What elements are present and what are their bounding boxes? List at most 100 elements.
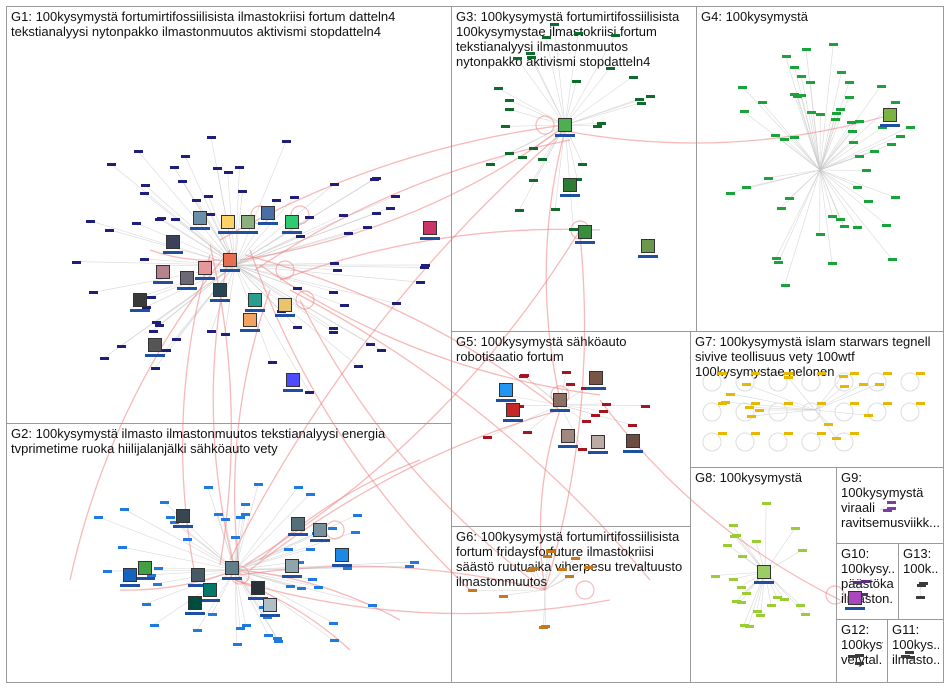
node-g5[interactable]: [580, 387, 590, 391]
node-g2[interactable]: [141, 602, 151, 606]
node-g4[interactable]: [780, 284, 790, 288]
node-g4[interactable]: [836, 108, 846, 112]
node-g1[interactable]: [162, 348, 172, 352]
node-g6[interactable]: [546, 549, 556, 553]
node-g1[interactable]: [172, 337, 182, 341]
node-g2[interactable]: [150, 623, 160, 627]
node-g4[interactable]: [781, 55, 791, 59]
node-g4[interactable]: [797, 75, 807, 79]
node-g1[interactable]: [289, 196, 299, 200]
avatar-node[interactable]: [176, 509, 190, 523]
avatar-node[interactable]: [148, 338, 162, 352]
node-g4[interactable]: [785, 197, 795, 201]
avatar-node[interactable]: [243, 313, 257, 327]
node-g1[interactable]: [385, 206, 395, 210]
node-g1[interactable]: [391, 194, 401, 198]
node-g4[interactable]: [854, 120, 864, 124]
node-g2[interactable]: [93, 515, 103, 519]
node-g1[interactable]: [192, 198, 202, 202]
node-g8[interactable]: [762, 502, 772, 506]
node-g2[interactable]: [306, 547, 316, 551]
node-g1[interactable]: [85, 219, 95, 223]
avatar-node[interactable]: [423, 221, 437, 235]
node-g1[interactable]: [220, 332, 230, 336]
node-g1[interactable]: [372, 212, 382, 216]
node-g2[interactable]: [367, 603, 377, 607]
node-g1[interactable]: [169, 166, 179, 170]
node-g2[interactable]: [241, 502, 251, 506]
node-g8[interactable]: [797, 549, 807, 553]
node-g3[interactable]: [628, 75, 638, 79]
node-g8[interactable]: [772, 596, 782, 600]
node-g1[interactable]: [116, 344, 126, 348]
node-g7[interactable]: [916, 372, 925, 375]
node-g4[interactable]: [836, 218, 846, 222]
node-g3[interactable]: [551, 207, 561, 211]
avatar-node[interactable]: [848, 591, 862, 605]
node-g2[interactable]: [231, 535, 241, 539]
avatar-node[interactable]: [261, 206, 275, 220]
node-g7[interactable]: [824, 422, 834, 426]
node-g8[interactable]: [767, 604, 777, 607]
node-g8[interactable]: [710, 574, 720, 578]
node-g8[interactable]: [790, 527, 800, 531]
node-g4[interactable]: [853, 225, 863, 229]
node-g1[interactable]: [333, 268, 343, 272]
avatar-node[interactable]: [626, 434, 640, 448]
node-g1[interactable]: [362, 225, 372, 229]
node-g2[interactable]: [314, 585, 324, 589]
node-g2[interactable]: [192, 629, 202, 633]
node-g7[interactable]: [850, 432, 859, 435]
node-g2[interactable]: [307, 578, 317, 582]
node-g2[interactable]: [153, 582, 163, 586]
node-g4[interactable]: [725, 191, 735, 195]
avatar-node[interactable]: [198, 261, 212, 275]
node-g8[interactable]: [740, 623, 749, 627]
avatar-node[interactable]: [203, 583, 217, 597]
node-g1[interactable]: [206, 212, 216, 216]
node-g2[interactable]: [286, 585, 296, 589]
node-g2[interactable]: [213, 513, 223, 517]
node-g4[interactable]: [816, 112, 826, 116]
avatar-node[interactable]: [553, 393, 567, 407]
node-g5[interactable]: [482, 436, 492, 440]
node-g4[interactable]: [848, 130, 858, 134]
node-g2[interactable]: [294, 560, 304, 564]
node-g4[interactable]: [829, 43, 839, 47]
avatar-node[interactable]: [286, 373, 300, 387]
avatar-node[interactable]: [313, 523, 327, 537]
node-g3[interactable]: [500, 125, 510, 129]
node-g1[interactable]: [295, 234, 305, 238]
node-g1[interactable]: [305, 216, 315, 220]
node-g2[interactable]: [329, 639, 339, 643]
node-g3[interactable]: [515, 208, 525, 212]
node-g1[interactable]: [372, 177, 382, 181]
node-g1[interactable]: [223, 170, 233, 174]
node-g4[interactable]: [790, 66, 800, 70]
node-g4[interactable]: [828, 262, 837, 266]
avatar-node[interactable]: [335, 548, 349, 562]
node-g4[interactable]: [869, 150, 879, 154]
node-g4[interactable]: [887, 143, 897, 147]
node-g4[interactable]: [845, 95, 855, 99]
node-g7[interactable]: [784, 432, 793, 435]
node-g8[interactable]: [723, 543, 733, 547]
node-g4[interactable]: [854, 154, 864, 158]
avatar-node[interactable]: [221, 215, 235, 229]
node-g4[interactable]: [739, 110, 749, 114]
avatar-node[interactable]: [285, 215, 299, 229]
node-g10[interactable]: [859, 592, 869, 596]
avatar-node[interactable]: [285, 559, 299, 573]
node-g4[interactable]: [837, 71, 847, 75]
node-g1[interactable]: [267, 361, 277, 365]
node-g2[interactable]: [306, 492, 316, 496]
node-g8[interactable]: [751, 539, 761, 543]
node-g2[interactable]: [254, 482, 264, 486]
node-g3[interactable]: [526, 51, 536, 55]
node-g4[interactable]: [845, 80, 855, 84]
node-g4[interactable]: [890, 100, 900, 104]
node-g6[interactable]: [564, 575, 574, 579]
node-g4[interactable]: [757, 101, 767, 105]
node-g1[interactable]: [376, 348, 386, 352]
node-g2[interactable]: [235, 627, 245, 631]
